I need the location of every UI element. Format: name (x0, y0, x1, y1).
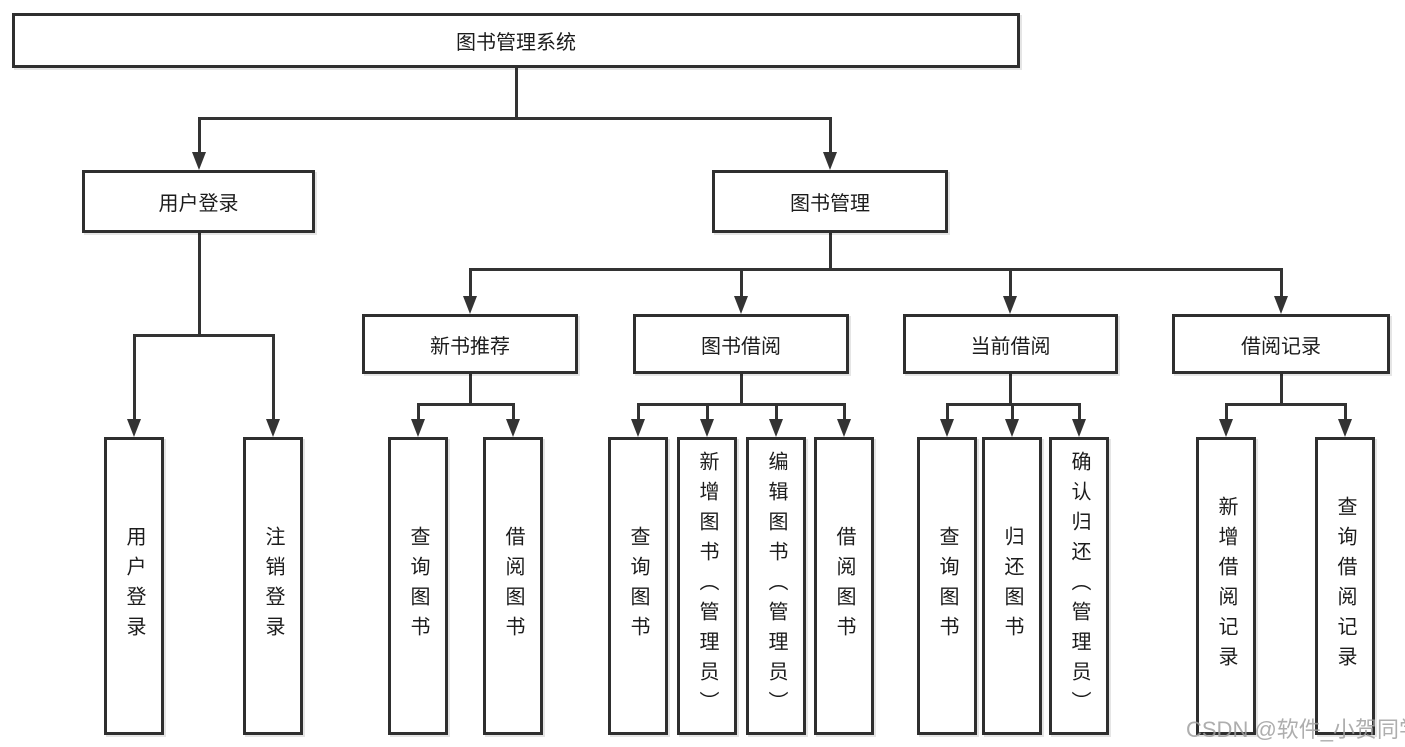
node-leaf-current-query-books: 查询图书 (917, 437, 977, 735)
arrowhead-icon (631, 419, 645, 437)
arrowhead-icon (1338, 419, 1352, 437)
arrowhead-icon (1005, 419, 1019, 437)
connector-line (636, 403, 640, 423)
node-label: 编辑图书（管理员） (765, 451, 787, 721)
arrowhead-icon (769, 419, 783, 437)
connector-line (705, 403, 709, 423)
connector-line (416, 403, 420, 423)
connector-line (945, 403, 949, 423)
node-leaf-recommend-borrow-books: 借阅图书 (483, 437, 543, 735)
connector-line (1279, 268, 1283, 300)
connector-line (416, 402, 515, 406)
node-new-book-recommend: 新书推荐 (362, 314, 578, 374)
node-label: 借阅图书 (502, 526, 524, 646)
node-label: 图书管理系统 (456, 32, 576, 54)
arrowhead-icon (823, 152, 837, 170)
node-leaf-add-books-admin: 新增图书（管理员） (677, 437, 737, 735)
node-leaf-recommend-query-books: 查询图书 (388, 437, 448, 735)
connector-line (1077, 403, 1081, 423)
arrowhead-icon (940, 419, 954, 437)
arrowhead-icon (1219, 419, 1233, 437)
node-label: 图书借阅 (701, 335, 781, 358)
connector-line (132, 333, 275, 337)
node-user-login: 用户登录 (82, 170, 315, 233)
node-leaf-logout: 注销登录 (243, 437, 303, 735)
node-book-borrowing: 图书借阅 (633, 314, 849, 374)
connector-line (1224, 402, 1347, 406)
connector-line (1279, 374, 1283, 404)
node-label: 新书推荐 (430, 335, 510, 358)
arrowhead-icon (1274, 296, 1288, 314)
connector-line (1008, 374, 1012, 404)
node-borrowing-records: 借阅记录 (1172, 314, 1390, 374)
node-label: 借阅图书 (833, 526, 855, 646)
arrowhead-icon (1072, 419, 1086, 437)
connector-line (1343, 403, 1347, 423)
node-leaf-add-borrow-record: 新增借阅记录 (1196, 437, 1256, 735)
node-label: 用户登录 (158, 193, 239, 215)
connector-line (197, 117, 201, 156)
csdn-watermark: CSDN @软件_小贺同学 (1186, 717, 1405, 742)
connector-line (197, 233, 201, 335)
connector-line (468, 268, 472, 300)
connector-line (197, 116, 832, 120)
connector-line (739, 374, 743, 404)
arrowhead-icon (266, 419, 280, 437)
arrowhead-icon (411, 419, 425, 437)
node-label: 借阅记录 (1241, 335, 1321, 358)
arrowhead-icon (192, 152, 206, 170)
arrowhead-icon (734, 296, 748, 314)
node-label: 注销登录 (262, 526, 284, 646)
node-leaf-confirm-return-admin: 确认归还（管理员） (1049, 437, 1109, 735)
node-leaf-borrow-query-books: 查询图书 (608, 437, 668, 735)
node-label: 图书管理 (790, 193, 870, 215)
node-leaf-query-borrow-record: 查询借阅记录 (1315, 437, 1375, 735)
connector-line (468, 374, 472, 404)
connector-line (1224, 403, 1228, 423)
node-label: 查询借阅记录 (1334, 496, 1356, 676)
node-label: 查询图书 (407, 526, 429, 646)
node-leaf-edit-books-admin: 编辑图书（管理员） (746, 437, 806, 735)
connector-line (511, 403, 515, 423)
node-label: 归还图书 (1001, 526, 1023, 646)
node-leaf-borrow-books: 借阅图书 (814, 437, 874, 735)
node-label: 查询图书 (936, 526, 958, 646)
connector-line (132, 334, 136, 423)
arrowhead-icon (506, 419, 520, 437)
connector-line (1008, 268, 1012, 300)
arrowhead-icon (700, 419, 714, 437)
arrowhead-icon (837, 419, 851, 437)
connector-line (271, 334, 275, 423)
node-book-management: 图书管理 (712, 170, 948, 233)
arrowhead-icon (463, 296, 477, 314)
node-label: 确认归还（管理员） (1068, 451, 1090, 721)
node-label: 用户登录 (123, 526, 145, 646)
node-current-borrowing: 当前借阅 (903, 314, 1118, 374)
node-label: 新增借阅记录 (1215, 496, 1237, 676)
connector-line (1010, 403, 1014, 423)
connector-line (774, 403, 778, 423)
connector-line (468, 267, 1283, 271)
connector-line (828, 233, 832, 269)
arrowhead-icon (127, 419, 141, 437)
connector-line (514, 68, 518, 118)
node-label: 当前借阅 (970, 335, 1051, 358)
connector-line (636, 402, 846, 406)
connector-line (842, 403, 846, 423)
connector-line (739, 268, 743, 300)
arrowhead-icon (1003, 296, 1017, 314)
node-library-management-system: 图书管理系统 (12, 13, 1020, 68)
connector-line (828, 117, 832, 156)
node-leaf-return-books: 归还图书 (982, 437, 1042, 735)
node-label: 新增图书（管理员） (696, 451, 718, 721)
node-label: 查询图书 (627, 526, 649, 646)
node-leaf-user-login: 用户登录 (104, 437, 164, 735)
